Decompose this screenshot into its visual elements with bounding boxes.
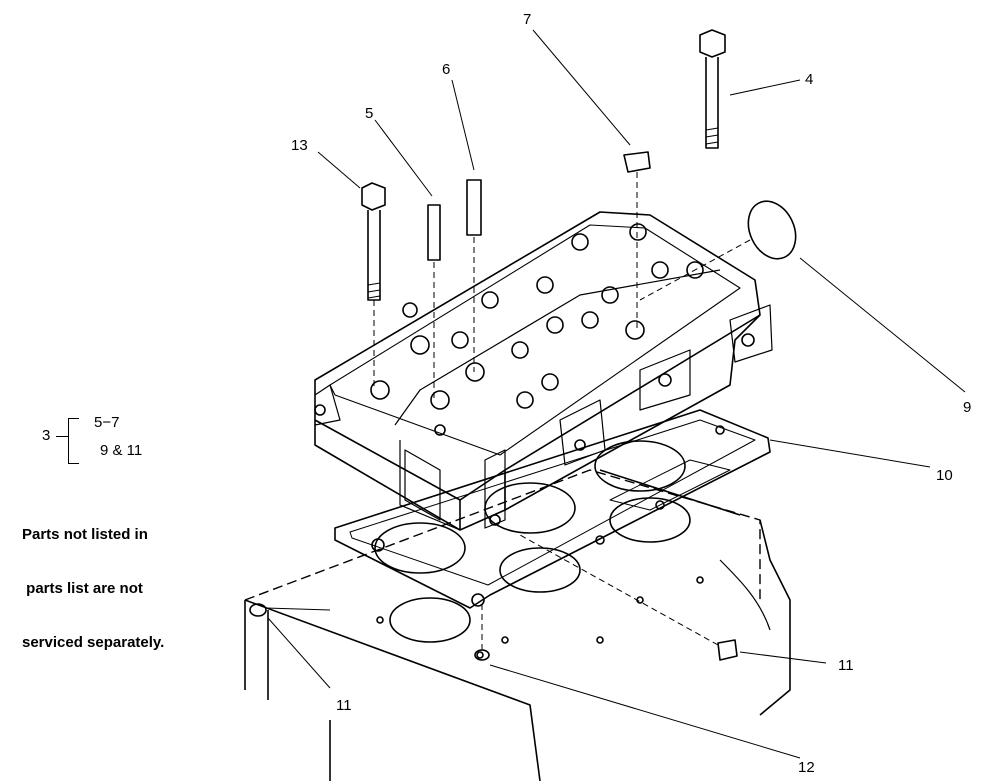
valve-guide-part-6 <box>466 179 482 372</box>
service-note-line-3: serviced separately. <box>22 634 165 651</box>
cap-part-7 <box>623 151 651 330</box>
callout-13: 13 <box>291 137 308 154</box>
dowel-pin-part-11-right <box>519 534 738 661</box>
service-note: Parts not listed in parts list are not s… <box>22 490 164 670</box>
kit-group-1: 5−7 <box>94 414 120 431</box>
gasket-kit-bracket: 3 5−7 9 & 11 <box>38 410 158 470</box>
engine-block <box>244 469 791 781</box>
service-note-line-2: parts list are not <box>22 580 143 597</box>
head-gasket <box>334 409 771 609</box>
expansion-plug-part-9 <box>639 200 797 301</box>
cylinder-head <box>314 211 773 531</box>
callout-7: 7 <box>523 11 531 28</box>
callout-6: 6 <box>442 61 450 78</box>
valve-guide-part-5 <box>427 204 441 400</box>
callout-11-right: 11 <box>838 657 854 674</box>
kit-group-2: 9 & 11 <box>100 442 143 459</box>
callout-4: 4 <box>805 71 813 88</box>
service-note-line-1: Parts not listed in <box>22 526 148 543</box>
callout-11-left: 11 <box>336 697 352 714</box>
kit-bracket <box>68 418 79 464</box>
kit-bracket-stem <box>56 436 68 437</box>
bolt-part-4 <box>699 29 726 149</box>
callout-5: 5 <box>365 105 373 122</box>
callout-9: 9 <box>963 399 971 416</box>
kit-number: 3 <box>42 427 51 444</box>
dowel-pin-part-11-left <box>249 603 331 617</box>
leader-lines <box>267 29 966 759</box>
callout-10: 10 <box>936 467 953 484</box>
head-bolt-part-13 <box>361 182 386 390</box>
callout-12: 12 <box>798 759 815 776</box>
washer-part-12 <box>474 600 490 661</box>
